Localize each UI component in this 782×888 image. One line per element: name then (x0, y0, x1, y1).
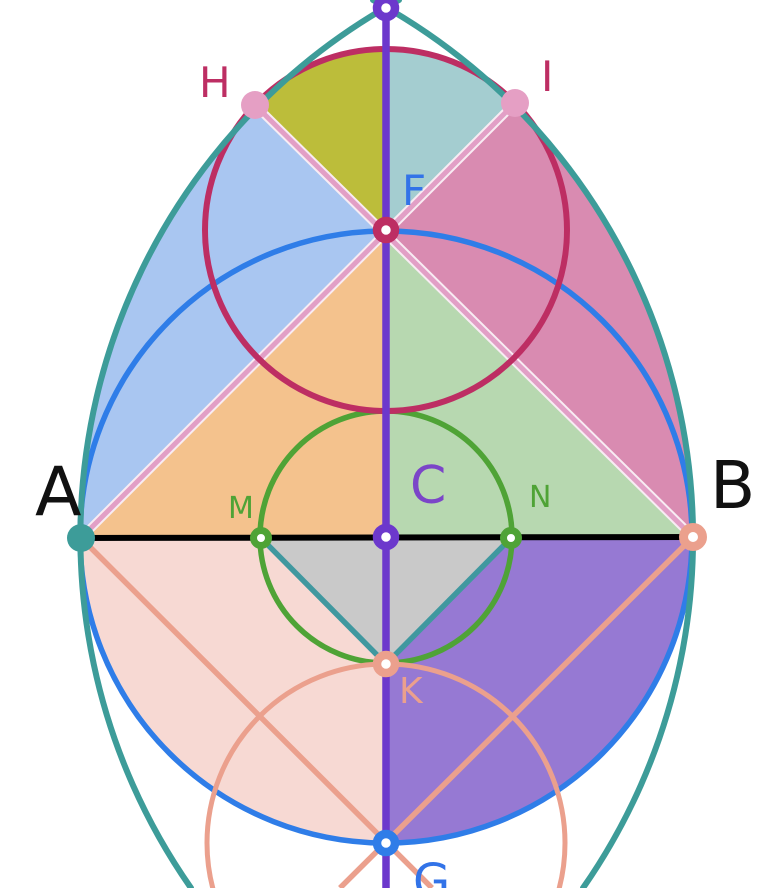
point-M[interactable] (250, 527, 272, 549)
olive-sector-region[interactable] (255, 48, 386, 231)
label-B: B (710, 447, 755, 524)
teal-arc-right[interactable] (370, 0, 697, 888)
label-F: F (402, 166, 426, 215)
segment-N-K-line[interactable] (384, 536, 513, 666)
diagonal-B-G-line[interactable] (338, 535, 695, 888)
point-C[interactable] (372, 523, 400, 551)
label-I: I (541, 52, 553, 101)
segment-M-K-line[interactable] (259, 536, 388, 666)
point-top[interactable] (372, 0, 400, 22)
pink-petal-region[interactable] (386, 103, 694, 537)
blue-petal-region[interactable] (80, 105, 387, 538)
point-N[interactable] (500, 527, 522, 549)
point-G[interactable] (372, 829, 400, 857)
diagonal-A-I-line[interactable] (79, 101, 517, 540)
point-B[interactable] (679, 523, 707, 551)
label-A: A (35, 453, 82, 532)
label-M: M (228, 491, 254, 526)
label-K: K (399, 671, 424, 712)
point-H[interactable] (241, 91, 269, 119)
diagonal-H-B-line[interactable] (253, 103, 695, 539)
label-G: G (413, 854, 450, 888)
teal-arc-left[interactable] (77, 0, 402, 888)
diagonal-A-G-line[interactable] (79, 536, 434, 888)
label-N: N (529, 480, 551, 515)
point-A[interactable] (67, 524, 95, 552)
point-K[interactable] (372, 650, 400, 678)
cadet-sector-region[interactable] (386, 48, 515, 230)
label-H: H (199, 58, 231, 107)
label-C: C (410, 456, 446, 516)
point-F[interactable] (372, 216, 400, 244)
point-I[interactable] (501, 89, 529, 117)
